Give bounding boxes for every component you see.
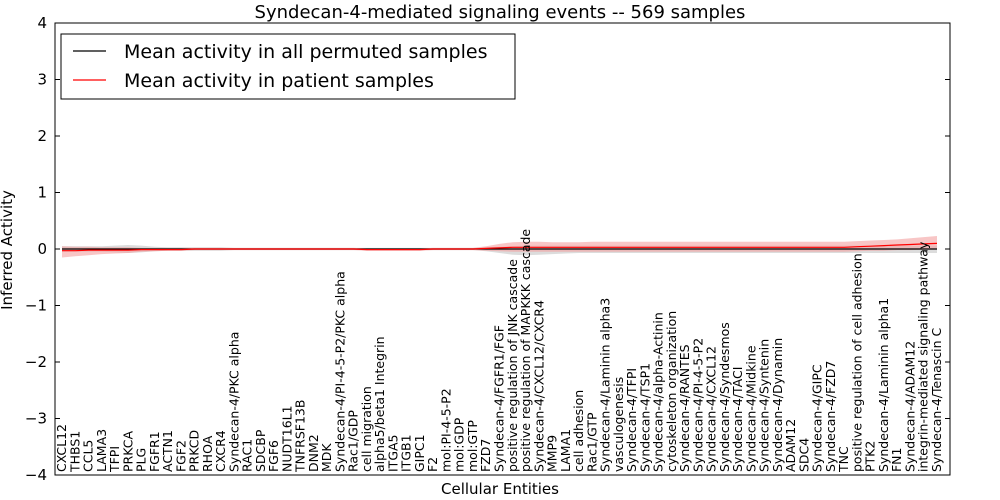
category-label: Syndecan-4/TSP1 bbox=[637, 363, 652, 472]
line-series-1 bbox=[62, 242, 938, 252]
category-label: Syndecan-4/PKC alpha bbox=[226, 332, 241, 472]
category-label: mol:GDP bbox=[452, 417, 467, 472]
category-label: Syndecan-4/Syndesmos bbox=[717, 322, 732, 472]
category-label: SDCBP bbox=[253, 429, 268, 472]
category-label: FGF2 bbox=[173, 440, 188, 472]
category-label: MMP9 bbox=[545, 435, 560, 472]
category-label: Rac1/GTP bbox=[584, 412, 599, 472]
category-label: RHOA bbox=[200, 435, 215, 472]
category-label: SDC4 bbox=[796, 438, 811, 472]
category-label: FGF6 bbox=[266, 440, 281, 472]
legend-label-permuted: Mean activity in all permuted samples bbox=[124, 41, 487, 63]
y-tick-label: −4 bbox=[25, 466, 47, 484]
category-label: DNM2 bbox=[306, 434, 321, 472]
y-tick-label: 0 bbox=[37, 240, 47, 258]
category-label: ADAM12 bbox=[783, 419, 798, 472]
category-label: cell migration bbox=[359, 386, 374, 472]
legend-label-patient: Mean activity in patient samples bbox=[124, 70, 434, 92]
category-label: PLG bbox=[134, 448, 149, 472]
category-label: PRKCA bbox=[120, 431, 135, 472]
category-label: positive regulation of MAPKKK cascade bbox=[518, 229, 533, 472]
category-label: Syndecan-4/alpha-Actinin bbox=[651, 312, 666, 472]
category-label: Syndecan-4/Laminin alpha3 bbox=[598, 298, 613, 472]
category-label: ITGA5 bbox=[385, 434, 400, 472]
category-label: FN1 bbox=[889, 448, 904, 473]
category-label: cytoskeleton organization bbox=[664, 311, 679, 472]
y-tick-label: −1 bbox=[25, 297, 47, 315]
category-label: CXCR4 bbox=[213, 430, 228, 472]
category-label: LAMA1 bbox=[558, 429, 573, 472]
category-label: positive regulation of cell adhesion bbox=[849, 253, 864, 472]
x-axis-label: Cellular Entities bbox=[441, 480, 559, 498]
category-label: LAMA3 bbox=[94, 429, 109, 472]
category-label: Syndecan-4/GIPC bbox=[810, 364, 825, 472]
category-label: Syndecan-4/CXCL12/CXCR4 bbox=[531, 300, 546, 472]
category-label: mol:PI-4-5-P2 bbox=[438, 388, 453, 472]
category-label: ACTN1 bbox=[160, 430, 175, 472]
category-label: Rac1/GDP bbox=[346, 410, 361, 472]
y-axis-label: Inferred Activity bbox=[0, 190, 16, 310]
category-label: TNFRSF13B bbox=[293, 400, 308, 473]
category-label: Syndecan-4/Laminin alpha1 bbox=[876, 298, 891, 472]
category-label: integrin-mediated signaling pathway bbox=[916, 241, 931, 472]
category-label: Syndecan-4/PI-4-5-P2/PKC alpha bbox=[332, 271, 347, 472]
category-label: FZD7 bbox=[478, 439, 493, 472]
category-label: Syndecan-4/FGFR1/FGF bbox=[492, 325, 507, 472]
y-tick-label: 4 bbox=[37, 14, 47, 32]
category-label: ITGB1 bbox=[399, 434, 414, 472]
category-label: MDK bbox=[319, 443, 334, 472]
category-label: PTK2 bbox=[863, 441, 878, 472]
category-labels: CXCL12THBS1CCL5LAMA3TFPIPRKCAPLGFGFR1ACT… bbox=[54, 229, 944, 473]
category-label: Syndecan-4/PI-4-5-P2 bbox=[690, 338, 705, 472]
legend: Mean activity in all permuted samples Me… bbox=[60, 33, 516, 100]
category-label: Syndecan-4/TACI bbox=[730, 367, 745, 472]
category-label: GIPC1 bbox=[412, 434, 427, 472]
category-label: Syndecan-4/Syntenin bbox=[757, 339, 772, 472]
legend-box bbox=[60, 33, 516, 100]
y-tick-label: 3 bbox=[37, 71, 47, 89]
category-label: THBS1 bbox=[67, 431, 82, 473]
category-label: PRKCD bbox=[187, 430, 202, 472]
category-label: alpha5/beta1 Integrin bbox=[372, 336, 387, 472]
category-label: Syndecan-4/Dynamin bbox=[770, 338, 785, 472]
category-label: Syndecan-4/Tenascin C bbox=[929, 327, 944, 472]
category-label: CXCL12 bbox=[54, 424, 69, 472]
y-tick-label: 1 bbox=[37, 184, 47, 202]
category-label: NUDT16L1 bbox=[279, 405, 294, 472]
category-label: FGFR1 bbox=[147, 431, 162, 472]
category-label: Syndecan-4/TFPI bbox=[624, 368, 639, 472]
category-label: mol:GTP bbox=[465, 420, 480, 472]
category-label: Syndecan-4/Midkine bbox=[743, 345, 758, 472]
category-label: Syndecan-4/ADAM12 bbox=[902, 341, 917, 472]
category-label: CCL5 bbox=[81, 440, 96, 472]
chart-title: Syndecan-4-mediated signaling events -- … bbox=[255, 2, 746, 23]
category-label: F2 bbox=[425, 457, 440, 472]
y-tick-label: −3 bbox=[25, 410, 47, 428]
category-label: vasculogenesis bbox=[611, 377, 626, 472]
y-tick-label: 2 bbox=[37, 127, 47, 145]
category-label: Syndecan-4/CXCL12 bbox=[704, 346, 719, 472]
y-axis-ticks: −4 −3 −2 −1 0 1 2 3 4 bbox=[25, 14, 950, 484]
category-label: Syndecan-4/FZD7 bbox=[823, 361, 838, 472]
category-label: positive regulation of JNK cascade bbox=[505, 259, 520, 472]
band-series-1 bbox=[62, 236, 937, 258]
category-label: TFPI bbox=[107, 446, 122, 473]
series-lines bbox=[62, 242, 938, 252]
category-label: cell adhesion bbox=[571, 390, 586, 472]
category-label: Syndecan-4/RANTES bbox=[677, 344, 692, 472]
category-label: TNC bbox=[836, 446, 851, 473]
category-label: RAC1 bbox=[240, 439, 255, 472]
y-tick-label: −2 bbox=[25, 353, 47, 371]
